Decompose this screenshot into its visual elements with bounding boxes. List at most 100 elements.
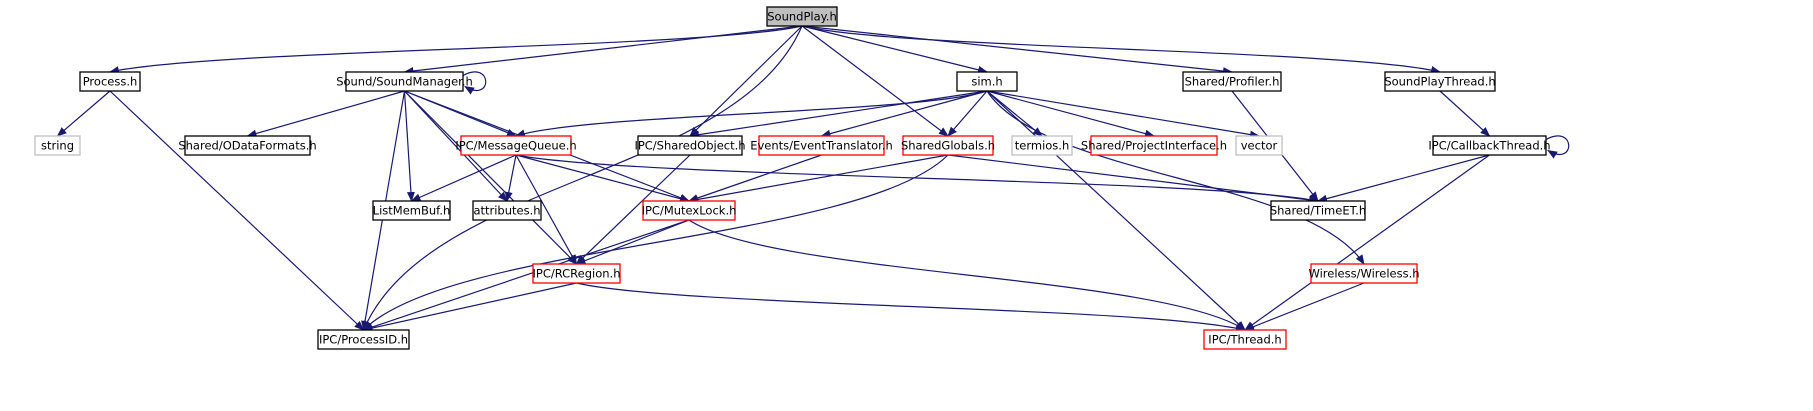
dependency-edge (515, 154, 1319, 204)
node-label: IPC/RCRegion.h (533, 267, 621, 281)
node-soundplay[interactable]: SoundPlay.h (766, 6, 838, 27)
node-messagequeue[interactable]: IPC/MessageQueue.h (455, 135, 577, 156)
dependency-edge (986, 90, 1260, 139)
edge-sim-to-wireless (986, 90, 1365, 265)
edge-wireless-to-thread (1244, 282, 1365, 331)
edge-soundmanager-to-soundmanager (462, 71, 487, 95)
dependency-edge (986, 90, 1155, 138)
node-box (460, 135, 572, 156)
edge-sharedglobals-to-processid (362, 154, 949, 331)
edge-rcregion-to-thread (576, 282, 1246, 332)
dependency-edge (1244, 282, 1365, 331)
dependency-edge (986, 90, 1365, 265)
edge-soundplay-to-sharedglobals (801, 25, 949, 137)
edge-sharedglobals-to-timeet (947, 154, 1319, 204)
dependency-edge (109, 90, 365, 331)
edge-callbackthread-to-thread (1244, 154, 1490, 331)
dependency-edge (689, 90, 988, 139)
edge-callbackthread-to-callbackthread (1545, 135, 1570, 159)
node-label: sim.h (971, 75, 1002, 89)
node-sim[interactable]: sim.h (956, 71, 1018, 92)
edge-soundplay-to-sim (801, 25, 988, 74)
node-box (184, 135, 311, 156)
dependency-edge (688, 154, 822, 202)
node-box (1384, 71, 1496, 92)
node-box (472, 200, 542, 221)
edge-messagequeue-to-attributes (504, 154, 517, 202)
node-box (766, 6, 838, 27)
node-box (902, 135, 994, 156)
node-soundplaythread[interactable]: SoundPlayThread.h (1384, 71, 1496, 92)
dependency-edge (404, 90, 508, 202)
node-label: Wireless/Wireless.h (1308, 267, 1419, 281)
node-box (79, 71, 141, 92)
node-thread[interactable]: IPC/Thread.h (1203, 329, 1287, 350)
dependency-edge (801, 25, 988, 74)
dependency-edge (801, 25, 1441, 74)
node-wireless[interactable]: Wireless/Wireless.h (1308, 263, 1420, 284)
node-soundmanager[interactable]: Sound/SoundManager.h (336, 71, 473, 92)
node-callbackthread[interactable]: IPC/CallbackThread.h (1428, 135, 1551, 156)
node-rcregion[interactable]: IPC/RCRegion.h (532, 263, 621, 284)
node-label: SoundPlay.h (767, 10, 837, 24)
dependency-edge (246, 90, 405, 138)
dependency-edge (403, 25, 803, 75)
dependency-edge (801, 25, 1233, 76)
node-listmembuf[interactable]: ListMemBuf.h (372, 200, 451, 221)
node-eventtranslator[interactable]: Events/EventTranslator.h (750, 135, 893, 156)
node-label: Process.h (83, 75, 138, 89)
node-timeet[interactable]: Shared/TimeET.h (1270, 200, 1366, 221)
dependency-edge (403, 90, 415, 202)
edge-eventtranslator-to-mutexlock (688, 154, 822, 202)
node-string[interactable]: string (34, 135, 81, 156)
node-box (758, 135, 885, 156)
node-label: IPC/CallbackThread.h (1428, 139, 1550, 153)
dependency-edge (515, 154, 690, 203)
node-box (532, 263, 621, 284)
node-vector[interactable]: vector (1235, 135, 1283, 156)
node-label: Events/EventTranslator.h (750, 139, 893, 153)
edge-soundplaythread-to-callbackthread (1439, 90, 1491, 137)
node-box (34, 135, 81, 156)
dependency-edge (410, 154, 517, 202)
dependency-edge (689, 25, 803, 137)
node-box (642, 200, 736, 221)
dependency-edge (688, 154, 949, 204)
node-label: string (41, 139, 74, 153)
node-sharedobject[interactable]: IPC/SharedObject.h (634, 135, 746, 156)
dependency-edge (688, 219, 1246, 331)
node-attributes[interactable]: attributes.h (472, 200, 542, 221)
node-label: attributes.h (473, 204, 540, 218)
node-box (372, 200, 451, 221)
node-label: IPC/ProcessID.h (319, 333, 408, 347)
dependency-edge (1545, 135, 1570, 159)
dependency-edge (986, 90, 1246, 331)
edge-sim-to-sharedobject (689, 90, 988, 139)
node-projectinterface[interactable]: Shared/ProjectInterface.h (1081, 135, 1227, 156)
edge-sim-to-sharedglobals (947, 90, 988, 137)
edge-soundplay-to-process (109, 25, 803, 74)
edge-sim-to-messagequeue (515, 90, 988, 138)
edge-soundmanager-to-attributes (404, 90, 508, 202)
node-box (1235, 135, 1283, 156)
node-box (1011, 135, 1073, 156)
node-processid[interactable]: IPC/ProcessID.h (317, 329, 410, 350)
dependency-edge (515, 90, 988, 138)
node-odataformats[interactable]: Shared/ODataFormats.h (178, 135, 317, 156)
node-profiler[interactable]: Shared/Profiler.h (1182, 71, 1282, 92)
node-sharedglobals[interactable]: SharedGlobals.h (901, 135, 995, 156)
node-label: Shared/Profiler.h (1185, 75, 1280, 89)
node-mutexlock[interactable]: IPC/MutexLock.h (642, 200, 737, 221)
edge-soundmanager-to-listmembuf (403, 90, 415, 202)
node-box (1270, 200, 1366, 221)
dependency-edge (575, 154, 691, 265)
node-process[interactable]: Process.h (79, 71, 141, 92)
node-label: SoundPlayThread.h (1384, 75, 1495, 89)
edge-messagequeue-to-listmembuf (410, 154, 517, 202)
edge-mutexlock-to-rcregion (575, 219, 690, 265)
node-termios[interactable]: termios.h (1011, 135, 1073, 156)
dependency-edge (109, 25, 803, 74)
edge-sim-to-vector (986, 90, 1260, 139)
edge-messagequeue-to-rcregion (515, 154, 578, 265)
